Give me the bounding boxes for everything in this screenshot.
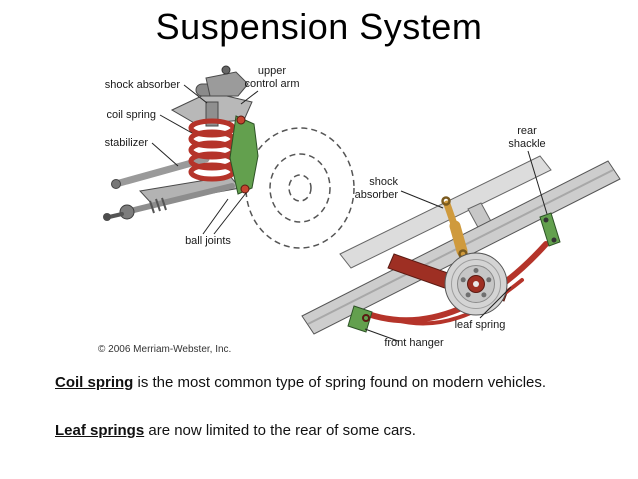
front-hanger-shape	[347, 305, 373, 333]
spring-front-eye	[362, 314, 370, 322]
brake-drum-shape	[444, 252, 508, 316]
label-ball-joints: ball joints	[185, 235, 231, 247]
caption-coil-spring: Coil spring is the most common type of s…	[55, 374, 546, 391]
drive-axle-shape	[103, 183, 235, 221]
lower-ball-joint-shape	[240, 184, 250, 194]
rear-suspension-illustration	[301, 155, 621, 335]
pointer-ball-joint-1	[202, 198, 229, 235]
rear-shackle-shape	[539, 212, 561, 247]
pointer-front-hanger	[364, 328, 399, 342]
upper-ball-joint-shape	[236, 115, 246, 125]
label-rear-shackle-line2: shackle	[508, 138, 545, 150]
caption-leaf-springs-text: are now limited to the rear of some cars…	[144, 422, 416, 439]
suspension-diagram: shock absorber coil spring stabilizer up…	[98, 65, 621, 355]
pointer-leaf-spring	[479, 286, 512, 319]
label-rear-shackle-line1: rear	[517, 125, 537, 137]
steering-knuckle-shape	[229, 115, 259, 195]
label-shock-absorber: shock absorber	[105, 79, 181, 91]
label-rear-shock-line2: absorber	[355, 189, 399, 201]
caption-leaf-springs-term: Leaf springs	[55, 422, 145, 439]
front-suspension-labels: shock absorber coil spring stabilizer up…	[105, 65, 300, 247]
label-coil-spring: coil spring	[106, 109, 156, 121]
label-leaf-spring: leaf spring	[455, 319, 506, 331]
pointer-stabilizer	[151, 142, 179, 167]
rear-shock-absorber-shape	[443, 200, 468, 257]
label-upper-control-arm-line1: upper	[258, 65, 286, 77]
frame-rail-far-shape	[339, 155, 552, 269]
shock-upper-eyelet	[441, 196, 451, 206]
rear-suspension-labels: rear shackle shock absorber leaf spring …	[355, 125, 548, 349]
copyright-notice: © 2006 Merriam-Webster, Inc.	[98, 344, 231, 355]
page-title: Suspension System	[155, 6, 483, 47]
shackle-pin-lower	[551, 237, 557, 243]
wheel-outline-dashed	[245, 127, 355, 249]
caption-coil-spring-term: Coil spring	[55, 374, 134, 391]
front-suspension-illustration	[103, 65, 355, 249]
caption-leaf-springs: Leaf springs are now limited to the rear…	[55, 422, 416, 439]
label-front-hanger: front hanger	[384, 337, 444, 349]
pointer-ball-joint-2	[213, 192, 247, 235]
pointer-rear-shackle	[527, 150, 548, 215]
stabilizer-end-bushing	[111, 179, 121, 189]
shackle-pin-upper	[543, 217, 549, 223]
caption-coil-spring-text: is the most common type of spring found …	[133, 374, 547, 391]
pointer-shock-absorber	[183, 84, 208, 104]
pointer-rear-shock	[400, 190, 444, 209]
coil-spring-shape	[188, 118, 236, 182]
label-upper-control-arm-line2: control arm	[244, 78, 299, 90]
label-stabilizer: stabilizer	[105, 137, 149, 149]
pointer-upper-control-arm	[240, 90, 259, 105]
label-rear-shock-line1: shock	[369, 176, 398, 188]
pointer-coil-spring	[159, 114, 193, 134]
